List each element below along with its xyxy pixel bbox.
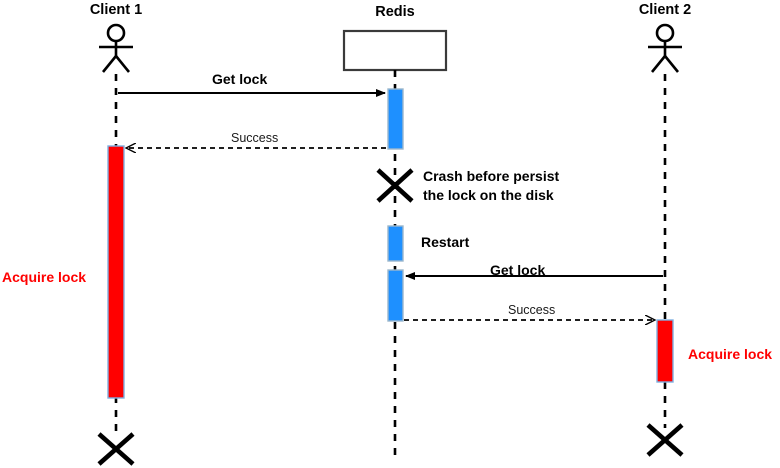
message-label-success-1: Success (231, 131, 279, 145)
note-crash-line2: the lock on the disk (423, 187, 554, 203)
activation-client2-lock (656, 319, 674, 383)
crash-x-icon-redis (376, 168, 414, 203)
activation-redis-3 (387, 269, 404, 322)
note-restart: Restart (421, 234, 470, 250)
message-label-get-lock-1: Get lock (212, 71, 268, 87)
actor-client1-figure (99, 23, 133, 73)
activation-client1-lock (107, 145, 125, 399)
participant-redis-box (342, 29, 448, 72)
activation-redis-2 (387, 225, 404, 262)
lock-label-client2: Acquire lock (688, 346, 773, 362)
lock-label-client1: Acquire lock (2, 269, 87, 285)
destroy-x-icon-client2 (646, 423, 684, 457)
actor-client2-figure (648, 23, 682, 73)
message-label-success-2: Success (508, 303, 556, 317)
destroy-x-icon-client1 (97, 432, 135, 466)
activation-redis-1 (387, 88, 404, 150)
participant-label-client1: Client 1 (89, 2, 143, 18)
note-crash-line1: Crash before persist (423, 168, 560, 184)
participant-label-client2: Client 2 (638, 2, 692, 18)
message-label-get-lock-2: Get lock (490, 262, 546, 278)
participant-label-redis: Redis (375, 4, 415, 20)
